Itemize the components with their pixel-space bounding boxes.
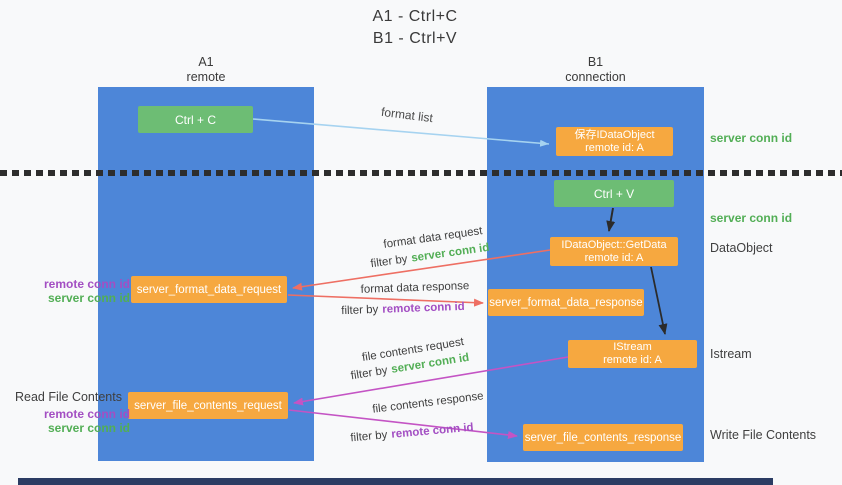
node-getdata-title: IDataObject::GetData [561,238,667,251]
column-header-a1: A1 remote [98,55,314,85]
left-read-file-contents: Read File Contents [14,390,122,404]
left-server-conn-id-1: server conn id [47,291,130,305]
left-remote-conn-id-1: remote conn id [43,277,130,291]
right-dataobject-label: DataObject [710,241,773,255]
node-ctrl-v-label: Ctrl + V [593,186,635,201]
diagram-title: A1 - Ctrl+C B1 - Ctrl+V [300,6,530,50]
right-write-file-contents: Write File Contents [710,428,817,442]
right-istream-label: Istream [710,347,752,361]
filter-key-remote-conn-id: remote conn id [382,300,465,316]
node-format-response-label: server_format_data_response [489,296,643,309]
right-server-conn-id-top: server conn id [710,131,793,145]
node-save-idataobject-title: 保存IDataObject [574,128,655,141]
left-conn-id-pair-file: remote conn id server conn id [18,407,130,435]
node-server-format-data-response: server_format_data_response [488,289,644,316]
column-b1-id: B1 [587,55,604,69]
machine-divider-dotted-line [0,170,842,176]
node-getdata-subtitle: remote id: A [584,251,644,264]
node-save-idataobject: 保存IDataObject remote id: A [556,127,673,156]
node-istream-subtitle: remote id: A [603,354,662,366]
node-ctrl-v: Ctrl + V [554,180,674,207]
title-line-a1: A1 - Ctrl+C [372,8,458,25]
node-file-request-label: server_file_contents_request [134,399,282,412]
node-server-file-contents-request: server_file_contents_request [128,392,288,419]
node-file-response-label: server_file_contents_response [524,431,682,444]
filter-by-text: filter by [369,253,409,271]
node-istream-title: IStream [613,341,652,353]
node-server-format-data-request: server_format_data_request [131,276,287,303]
filter-by-text: filter by [349,364,389,383]
node-save-idataobject-subtitle: remote id: A [585,141,644,154]
left-remote-conn-id-2: remote conn id [43,407,130,421]
node-server-file-contents-response: server_file_contents_response [523,424,683,451]
column-b1-role: connection [565,70,626,84]
left-conn-id-pair-format: remote conn id server conn id [18,277,130,305]
left-server-conn-id-2: server conn id [47,421,130,435]
node-ctrl-c: Ctrl + C [138,106,253,133]
label-file-contents-response: file contents response [371,390,485,416]
title-line-b1: B1 - Ctrl+V [372,30,458,47]
label-format-data-response: format data response [360,280,470,296]
node-idataobject-getdata: IDataObject::GetData remote id: A [550,237,678,266]
filter-by-text: filter by [349,429,388,445]
node-ctrl-c-label: Ctrl + C [174,112,216,127]
node-istream: IStream remote id: A [568,340,697,368]
bottom-window-edge-bar [18,478,773,485]
column-a1-id: A1 [198,55,214,69]
column-header-b1: B1 connection [487,55,704,85]
column-a1-role: remote [186,70,226,84]
label-format-list: format list [380,104,434,126]
node-format-request-label: server_format_data_request [136,283,282,296]
right-server-conn-id-mid: server conn id [710,211,793,225]
filter-key-remote-conn-id: remote conn id [390,421,475,441]
filter-by-text: filter by [341,303,379,318]
